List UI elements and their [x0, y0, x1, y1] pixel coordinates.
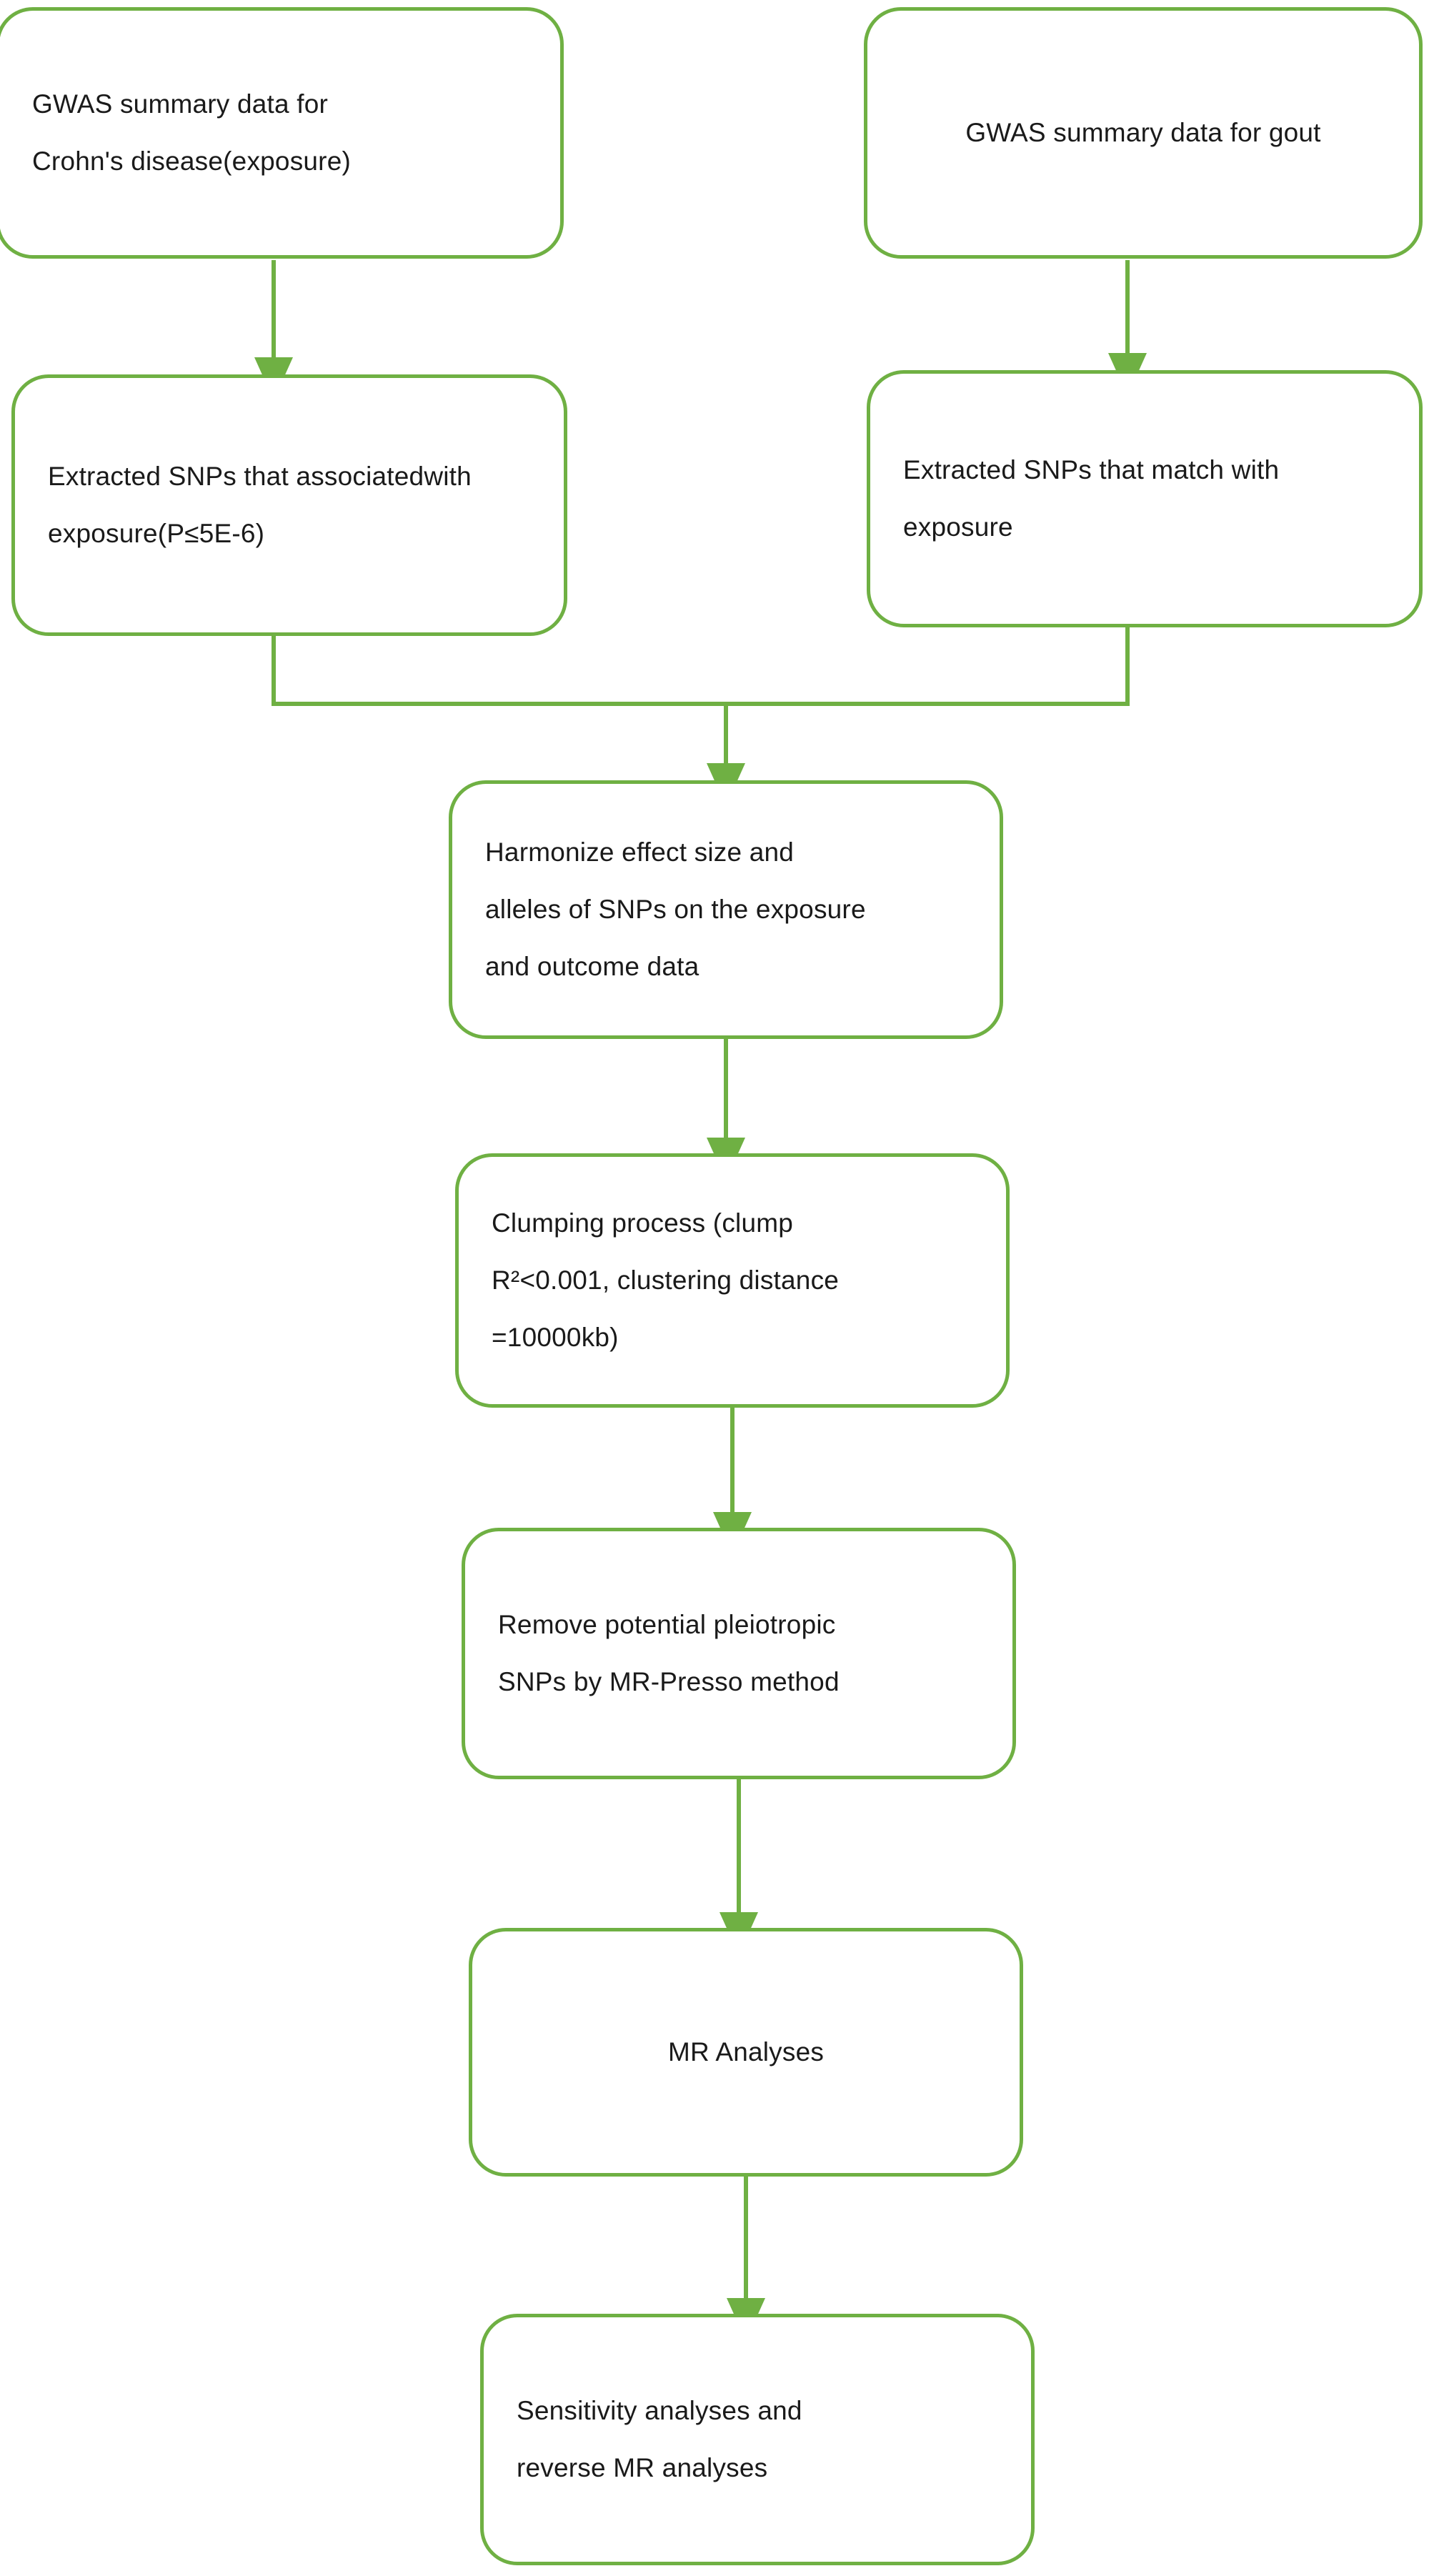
node-outcome-source[interactable]: GWAS summary data for gout — [864, 7, 1423, 259]
node-outcome-source-label: GWAS summary data for gout — [965, 118, 1321, 147]
edge-exposure-snps-to-harmonize — [272, 634, 728, 706]
edge-outcome-snps-to-harmonize — [724, 625, 1130, 706]
node-exposure-snps-label: Extracted SNPs that associatedwith expos… — [48, 462, 472, 548]
node-exposure-snps[interactable]: Extracted SNPs that associatedwith expos… — [11, 374, 567, 636]
node-mr-analyses[interactable]: MR Analyses — [469, 1928, 1023, 2177]
node-mr-analyses-label: MR Analyses — [667, 2037, 825, 2067]
